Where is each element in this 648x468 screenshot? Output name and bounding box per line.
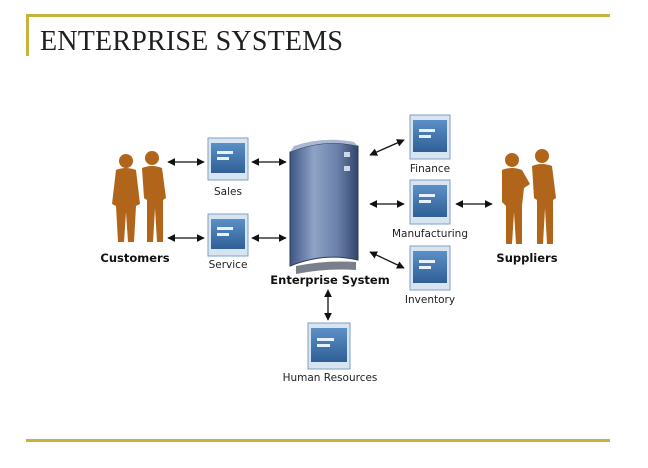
customers-figure-icon xyxy=(112,151,166,242)
suppliers-figure-icon xyxy=(502,149,556,244)
module-human-resources-icon xyxy=(307,322,351,370)
module-service-icon xyxy=(207,213,249,257)
label-inventory: Inventory xyxy=(405,294,455,306)
arrow-server-finance xyxy=(369,139,405,156)
slide-title: ENTERPRISE SYSTEMS xyxy=(40,26,344,57)
module-inventory-icon xyxy=(409,245,451,291)
label-sales: Sales xyxy=(214,186,242,198)
module-finance-icon xyxy=(409,114,451,160)
title-rule xyxy=(26,14,610,17)
label-finance: Finance xyxy=(410,163,450,175)
label-service: Service xyxy=(209,259,248,271)
label-manufacturing: Manufacturing xyxy=(392,228,468,240)
module-manufacturing-icon xyxy=(409,179,451,225)
title-rule-vertical xyxy=(26,14,29,56)
bottom-rule xyxy=(26,439,610,442)
label-suppliers: Suppliers xyxy=(496,251,557,265)
arrow-server-inventory xyxy=(369,251,405,269)
module-sales-icon xyxy=(207,137,249,181)
label-customers: Customers xyxy=(100,251,169,265)
label-enterprise-system: Enterprise System xyxy=(270,273,389,287)
label-human-resources: Human Resources xyxy=(283,372,378,384)
enterprise-server-icon xyxy=(289,139,359,274)
connection-arrows xyxy=(167,139,493,321)
